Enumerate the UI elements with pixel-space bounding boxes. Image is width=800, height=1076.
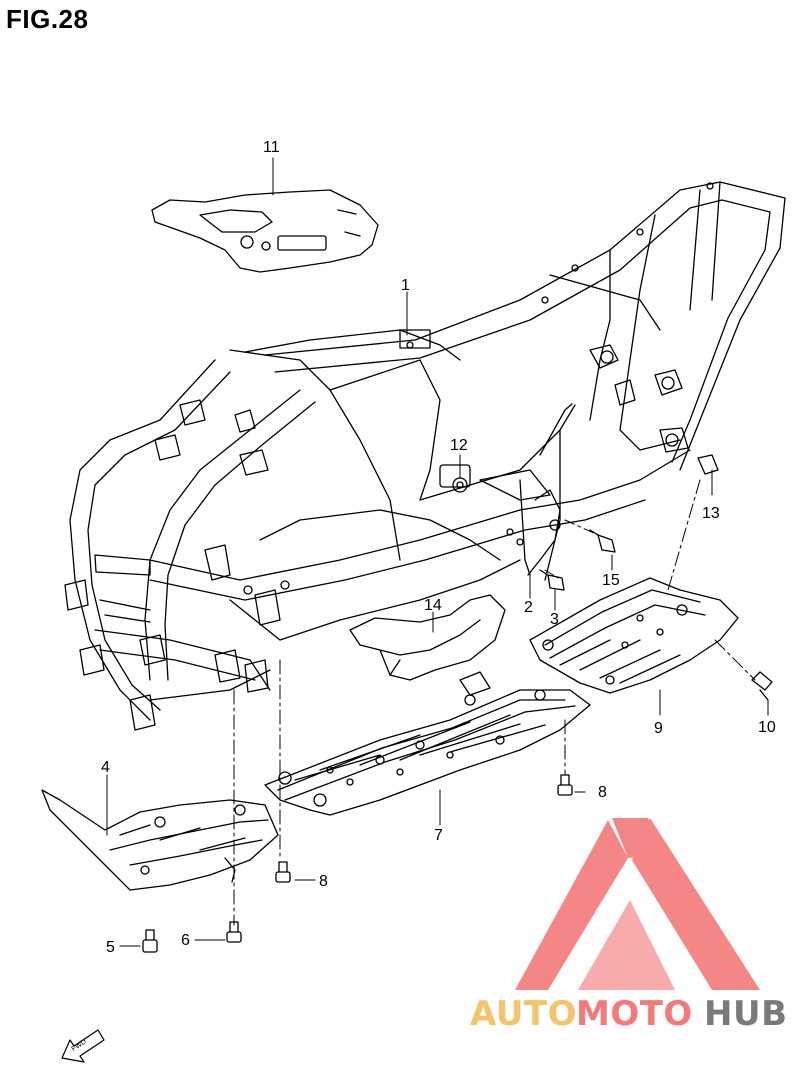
watermark-logo-icon bbox=[515, 818, 760, 990]
callout-10: 10 bbox=[758, 719, 776, 736]
callout-2: 2 bbox=[524, 599, 533, 616]
bolt-8-left bbox=[275, 861, 291, 883]
main-frame-part bbox=[64, 181, 786, 731]
callout-12: 12 bbox=[450, 437, 468, 454]
nut-12 bbox=[452, 477, 468, 493]
bolt-15 bbox=[589, 529, 616, 553]
callout-5: 5 bbox=[106, 939, 115, 956]
bolt-5 bbox=[142, 929, 158, 953]
callout-15: 15 bbox=[602, 572, 620, 589]
bracket-part bbox=[527, 489, 561, 576]
watermark-moto: MOTO bbox=[576, 994, 693, 1034]
callout-8-right: 8 bbox=[598, 784, 607, 801]
bolt-8-right bbox=[557, 774, 573, 796]
watermark: AUTO MOTO HUB bbox=[470, 818, 787, 1034]
callout-13: 13 bbox=[702, 505, 720, 522]
seat-bracket-part bbox=[151, 189, 379, 273]
bolt-3 bbox=[539, 569, 565, 591]
front-skid-plate-part bbox=[41, 789, 279, 891]
callout-4: 4 bbox=[101, 759, 110, 776]
callout-3: 3 bbox=[550, 611, 559, 628]
center-skid-plate-part bbox=[264, 671, 591, 816]
bolt-10 bbox=[751, 671, 773, 701]
callout-1: 1 bbox=[401, 277, 410, 294]
nut-13 bbox=[697, 454, 719, 475]
exhaust-guard-part bbox=[349, 594, 506, 681]
fwd-arrow: FWD bbox=[61, 1029, 105, 1063]
callout-8-left: 8 bbox=[319, 873, 328, 890]
rear-skid-plate-part bbox=[529, 577, 739, 694]
watermark-hub: HUB bbox=[704, 994, 787, 1034]
leader-lines bbox=[106, 157, 769, 947]
fasteners bbox=[142, 454, 773, 953]
bolt-6 bbox=[226, 921, 242, 943]
figure-title: FIG.28 bbox=[6, 4, 89, 34]
callout-numbers: 1 2 3 4 5 6 7 8 8 9 10 11 12 13 14 15 bbox=[101, 139, 776, 956]
callout-7: 7 bbox=[434, 827, 443, 844]
watermark-auto: AUTO bbox=[470, 994, 577, 1034]
callout-9: 9 bbox=[654, 720, 663, 737]
callout-14: 14 bbox=[424, 597, 442, 614]
callout-11: 11 bbox=[263, 139, 280, 156]
callout-6: 6 bbox=[181, 932, 190, 949]
